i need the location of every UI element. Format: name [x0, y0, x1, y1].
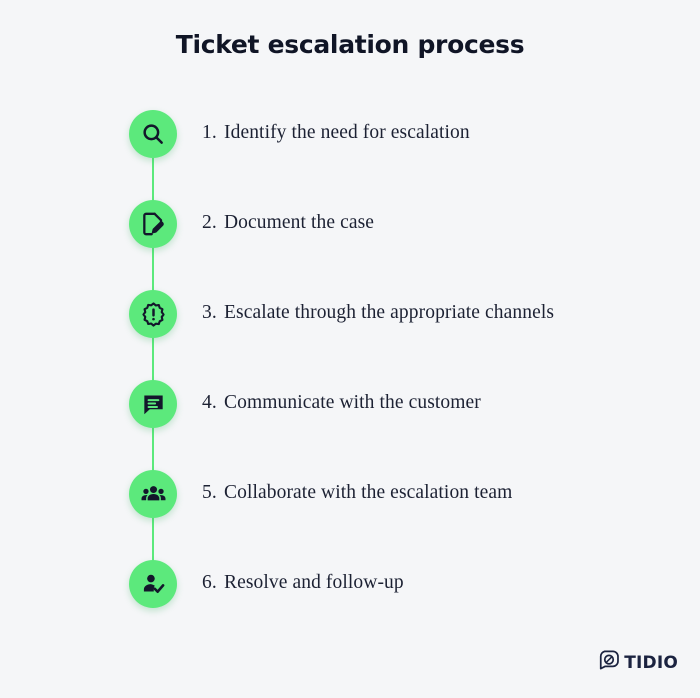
chat-bubble-icon: [141, 392, 166, 417]
list-item: 5. Collaborate with the escalation team: [0, 470, 700, 560]
step-label-1: Identify the need for escalation: [224, 122, 470, 143]
step-label-5: Collaborate with the escalation team: [224, 482, 513, 503]
process-step-list: 1. Identify the need for escalation 2. Doc…: [0, 110, 700, 650]
step-label-6: Resolve and follow-up: [224, 572, 404, 593]
search-icon: [140, 121, 166, 147]
step-text-1: 1. Identify the need for escalation: [202, 122, 470, 144]
step-badge-4: [129, 380, 177, 428]
step-badge-3: [129, 290, 177, 338]
list-item: 1. Identify the need for escalation: [0, 110, 700, 200]
step-text-2: 2. Document the case: [202, 212, 374, 234]
person-check-icon: [140, 571, 166, 597]
list-item: 3. Escalate through the appropriate chann…: [0, 290, 700, 380]
people-group-icon: [140, 481, 167, 508]
step-text-3: 3. Escalate through the appropriate chann…: [202, 302, 554, 324]
step-label-2: Document the case: [224, 212, 375, 233]
step-text-6: 6. Resolve and follow-up: [202, 572, 404, 594]
step-number-1: 1.: [202, 122, 217, 143]
step-number-2: 2.: [202, 212, 217, 233]
step-number-5: 5.: [202, 482, 217, 503]
step-number-4: 4.: [202, 392, 217, 413]
step-text-4: 4. Communicate with the customer: [202, 392, 481, 414]
alert-badge-icon: [140, 301, 167, 328]
list-item: 6. Resolve and follow-up: [0, 560, 700, 650]
step-badge-6: [129, 560, 177, 608]
step-number-6: 6.: [202, 572, 217, 593]
step-badge-1: [129, 110, 177, 158]
tidio-logo: TIDIO: [598, 649, 678, 676]
step-number-3: 3.: [202, 302, 217, 323]
tidio-bubble-icon: [598, 649, 620, 676]
step-badge-5: [129, 470, 177, 518]
step-text-5: 5. Collaborate with the escalation team: [202, 482, 512, 504]
list-item: 2. Document the case: [0, 200, 700, 290]
document-edit-icon: [140, 211, 166, 237]
page-title: Ticket escalation process: [175, 30, 525, 59]
step-label-4: Communicate with the customer: [224, 392, 481, 413]
step-badge-2: [129, 200, 177, 248]
tidio-wordmark: TIDIO: [624, 652, 678, 673]
list-item: 4. Communicate with the customer: [0, 380, 700, 470]
step-label-3: Escalate through the appropriate channel…: [224, 302, 555, 323]
